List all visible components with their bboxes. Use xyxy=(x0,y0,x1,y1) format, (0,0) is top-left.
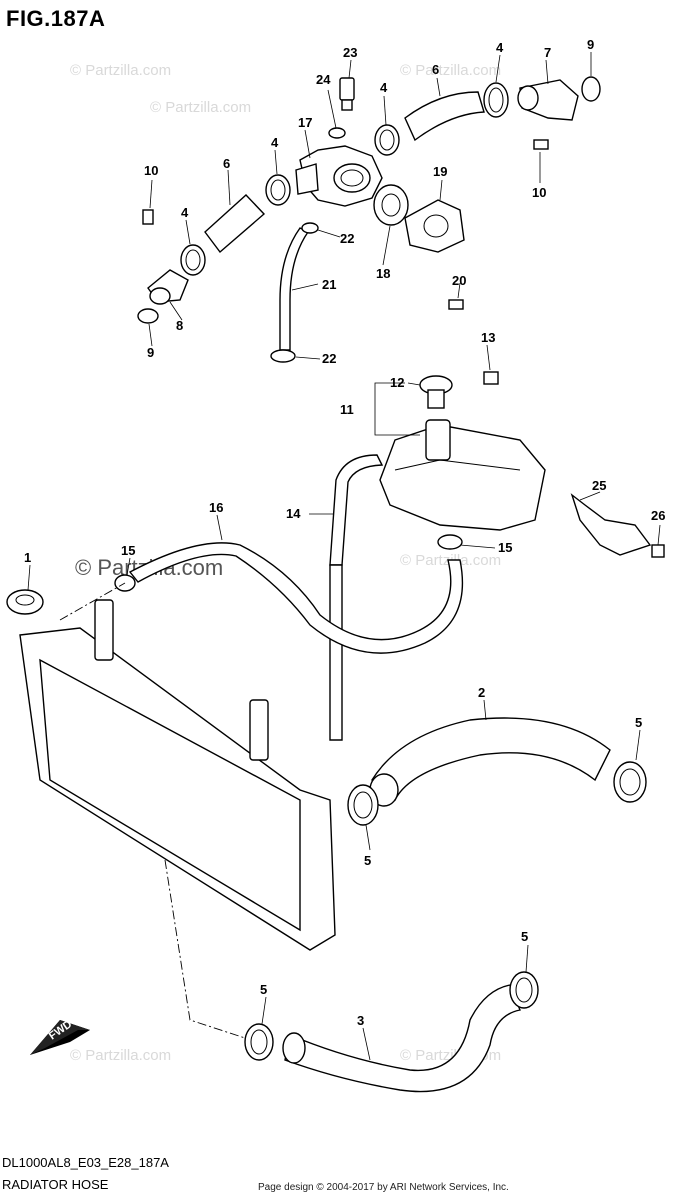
hose-clamp-5c xyxy=(244,1023,274,1061)
reservoir-bracket xyxy=(570,493,652,556)
callout-22-b: 22 xyxy=(322,351,336,366)
bolt-26 xyxy=(651,544,665,558)
callout-4-a: 4 xyxy=(496,40,504,55)
figure-title: FIG.187A xyxy=(6,6,106,31)
callout-9-a: 9 xyxy=(587,37,594,52)
thermostat-connector xyxy=(517,79,579,121)
callout-21: 21 xyxy=(322,277,336,292)
reservoir-tank-hose xyxy=(329,454,384,566)
thermostat xyxy=(373,184,409,226)
callout-25: 25 xyxy=(592,478,606,493)
radiator xyxy=(19,599,336,951)
page-credit: Page design © 2004-2017 by ARI Network S… xyxy=(258,1182,509,1193)
callout-1: 1 xyxy=(24,550,31,565)
callout-14: 14 xyxy=(286,506,301,521)
hose-clamp-upper-a xyxy=(483,82,509,118)
o-ring-9b xyxy=(137,308,159,324)
overflow-hose-16 xyxy=(128,542,464,654)
radiator-hose-2 xyxy=(369,717,611,807)
callout-20: 20 xyxy=(452,273,466,288)
callout-5-c: 5 xyxy=(521,929,528,944)
callout-24: 24 xyxy=(316,72,331,87)
callout-4-b: 4 xyxy=(380,80,388,95)
reservoir-tank xyxy=(379,419,546,531)
callout-5-a: 5 xyxy=(635,715,642,730)
callout-11: 11 xyxy=(340,402,354,417)
overflow-hose-lower xyxy=(329,564,343,741)
bolt-20 xyxy=(448,299,464,310)
callout-23: 23 xyxy=(343,45,357,60)
callout-15-b: 15 xyxy=(498,540,512,555)
callout-22-a: 22 xyxy=(340,231,354,246)
callout-5-d: 5 xyxy=(260,982,267,997)
callout-labels: 23 4 7 9 24 6 4 17 10 6 4 19 10 4 22 21 … xyxy=(24,37,665,1028)
callout-18: 18 xyxy=(376,266,390,281)
o-ring-9a xyxy=(581,76,601,102)
thermostat-connector-left xyxy=(147,269,189,305)
callout-8: 8 xyxy=(176,318,183,333)
water-hose-6a xyxy=(404,91,485,142)
figure-name: RADIATOR HOSE xyxy=(2,1177,109,1192)
callout-10-b: 10 xyxy=(532,185,546,200)
hose-clamp-5a xyxy=(347,784,379,826)
callout-6-b: 6 xyxy=(223,156,230,171)
water-temperature-sensor xyxy=(339,77,355,111)
hose-clamp-5d xyxy=(509,971,539,1009)
watermark-2: © Partzilla.com xyxy=(400,62,501,79)
o-ring-24 xyxy=(328,127,346,139)
bolt-10a xyxy=(533,139,549,150)
callout-5-b: 5 xyxy=(364,853,371,868)
water-by-pass-hose xyxy=(279,227,310,351)
callout-26: 26 xyxy=(651,508,665,523)
callout-17: 17 xyxy=(298,115,312,130)
centerline-lower-hose xyxy=(164,859,246,1039)
radiator-cap xyxy=(6,589,44,615)
callout-16: 16 xyxy=(209,500,223,515)
thermostat-cover xyxy=(404,199,465,253)
bolt-13 xyxy=(483,371,499,385)
hose-clamp-upper-c xyxy=(265,174,291,206)
hose-clamp-5b xyxy=(613,761,647,803)
hose-clamp-upper-d xyxy=(180,244,206,276)
radiator-hose-3 xyxy=(282,984,521,1093)
callout-19: 19 xyxy=(433,164,447,179)
callout-7: 7 xyxy=(544,45,551,60)
watermark-3: © Partzilla.com xyxy=(150,99,251,116)
watermark-5: © Partzilla.com xyxy=(70,1047,171,1064)
clip-22b xyxy=(270,349,296,363)
callout-4-d: 4 xyxy=(181,205,189,220)
hose-clamp-upper-b xyxy=(374,124,400,156)
callout-12: 12 xyxy=(390,375,404,390)
centerline-radiator-cap xyxy=(59,582,126,621)
callout-3: 3 xyxy=(357,1013,364,1028)
callout-13: 13 xyxy=(481,330,495,345)
callout-2: 2 xyxy=(478,685,485,700)
water-hose-6b xyxy=(204,194,266,254)
reservoir-tank-cap xyxy=(419,375,453,409)
callout-15-a: 15 xyxy=(121,543,135,558)
clip-22a xyxy=(301,222,319,234)
thermostat-case xyxy=(295,145,383,207)
figure-code: DL1000AL8_E03_E28_187A xyxy=(2,1155,169,1170)
bolt-10b xyxy=(142,209,154,225)
callout-10-a: 10 xyxy=(144,163,158,178)
callout-9-b: 9 xyxy=(147,345,154,360)
leader-lines xyxy=(27,52,661,1061)
callout-4-c: 4 xyxy=(271,135,279,150)
callout-6-a: 6 xyxy=(432,62,439,77)
watermark-1: © Partzilla.com xyxy=(70,62,171,79)
clip-15a xyxy=(437,534,463,550)
